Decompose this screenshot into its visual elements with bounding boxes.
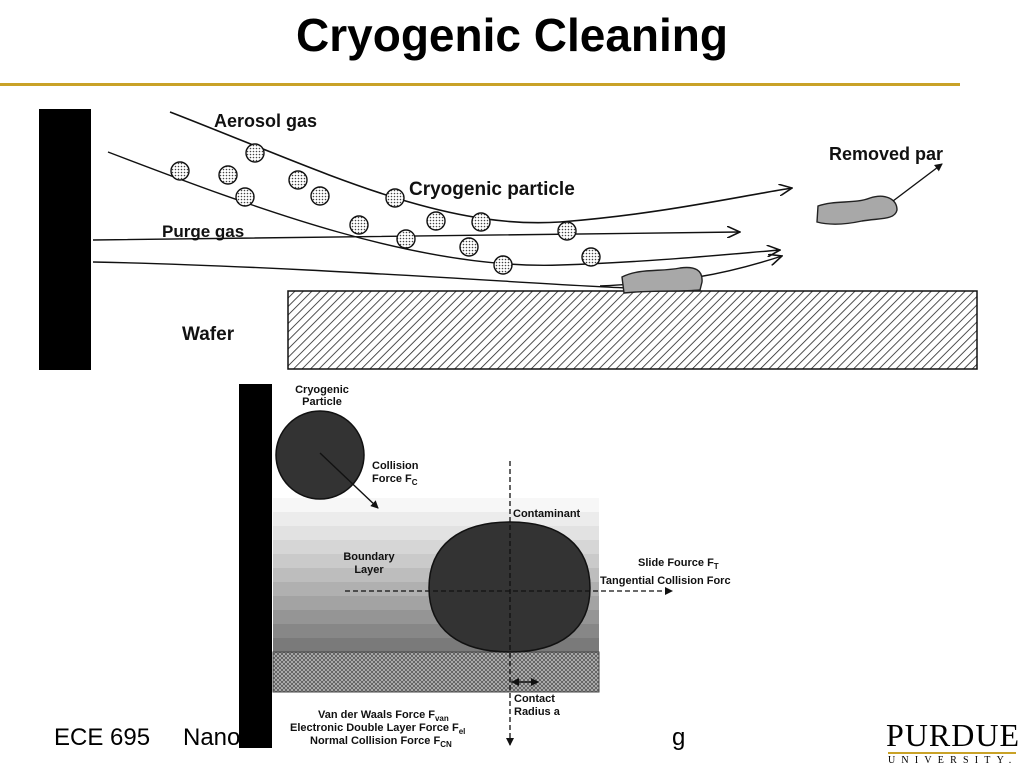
logo-university: UNIVERSITY.	[888, 755, 1018, 766]
boundary-layer-label: Layer	[354, 564, 384, 576]
aerosol-flow-line	[169, 111, 792, 224]
boundary-layer-label: Boundary	[343, 551, 395, 563]
slide-force-subscript: T	[714, 562, 719, 571]
normal-force-label-text: Normal Collision Force F	[310, 735, 440, 747]
removed-particle	[816, 195, 898, 225]
contaminant-label: Contaminant	[513, 508, 581, 520]
vdw-force-label-text: Van der Waals Force F	[318, 709, 435, 721]
slide-title: Cryogenic Cleaning	[296, 9, 728, 61]
cryogenic-particle-large	[275, 410, 365, 500]
edl-force-subscript: el	[459, 727, 466, 736]
title-underline	[0, 83, 960, 86]
collision-force-label: Collision	[372, 460, 419, 472]
cryogenic-particle	[426, 211, 446, 231]
cryogenic-particle	[235, 187, 255, 207]
logo-rule	[888, 752, 1016, 754]
cryogenic-particles	[170, 143, 601, 275]
removed-particle-pointer	[892, 163, 943, 202]
cryogenic-particle	[218, 165, 238, 185]
cryogenic-particle	[493, 255, 513, 275]
removed-particle-label: Removed par	[829, 144, 943, 164]
wafer-label: Wafer	[182, 324, 235, 345]
logo-name: PURDUE	[886, 717, 1021, 753]
vdw-force-label: Van der Waals Force Fvan	[318, 709, 449, 723]
cryogenic-particle	[471, 212, 491, 232]
cryogenic-particle	[310, 186, 330, 206]
collision-force-label: Force FC	[372, 473, 418, 487]
purge-gas-label: Purge gas	[162, 222, 244, 241]
contaminant-on-wafer	[621, 266, 703, 294]
slide-force-label-text: Slide Fource F	[638, 557, 714, 569]
contaminant-large	[428, 521, 591, 653]
cryogenic-particle	[557, 221, 577, 241]
cryogenic-particle-label: Cryogenic	[295, 384, 349, 396]
nozzle-block	[39, 109, 91, 370]
purge-flow-line	[92, 261, 631, 289]
footer-trailing-text: g	[672, 724, 686, 751]
cryogenic-particle	[245, 143, 265, 163]
aerosol-gas-label: Aerosol gas	[214, 111, 317, 131]
tangential-force-label: Tangential Collision Forc	[600, 575, 731, 587]
contact-radius-label: Radius a	[514, 706, 561, 718]
purdue-logo: PURDUE UNIVERSITY.	[886, 718, 1020, 766]
contact-radius-label: Contact	[514, 693, 555, 705]
cryogenic-particle-label: Particle	[302, 396, 342, 408]
normal-force-label: Normal Collision Force FCN	[310, 735, 452, 749]
collision-force-subscript: C	[412, 478, 418, 487]
cryogenic-particle	[396, 229, 416, 249]
edl-force-label: Electronic Double Layer Force Fel	[290, 722, 465, 736]
vdw-force-subscript: van	[435, 714, 449, 723]
cryogenic-particle	[581, 247, 601, 267]
cryogenic-particle	[170, 161, 190, 181]
edl-force-label-text: Electronic Double Layer Force F	[290, 722, 459, 734]
footer-course: ECE 695	[54, 724, 151, 751]
cryogenic-particle	[349, 215, 369, 235]
cryogenic-particle	[288, 170, 308, 190]
footer-topic: Nano	[183, 724, 241, 751]
cryogenic-particle	[385, 188, 405, 208]
left-block	[239, 384, 272, 748]
substrate	[272, 651, 600, 693]
normal-force-subscript: CN	[440, 740, 452, 749]
cryogenic-particle	[459, 237, 479, 257]
collision-force-label-text: Force F	[372, 473, 412, 485]
collision-force-arrow	[319, 452, 379, 509]
slide-force-label: Slide Fource FT	[638, 557, 719, 571]
cryogenic-particle-label: Cryogenic particle	[409, 179, 575, 200]
